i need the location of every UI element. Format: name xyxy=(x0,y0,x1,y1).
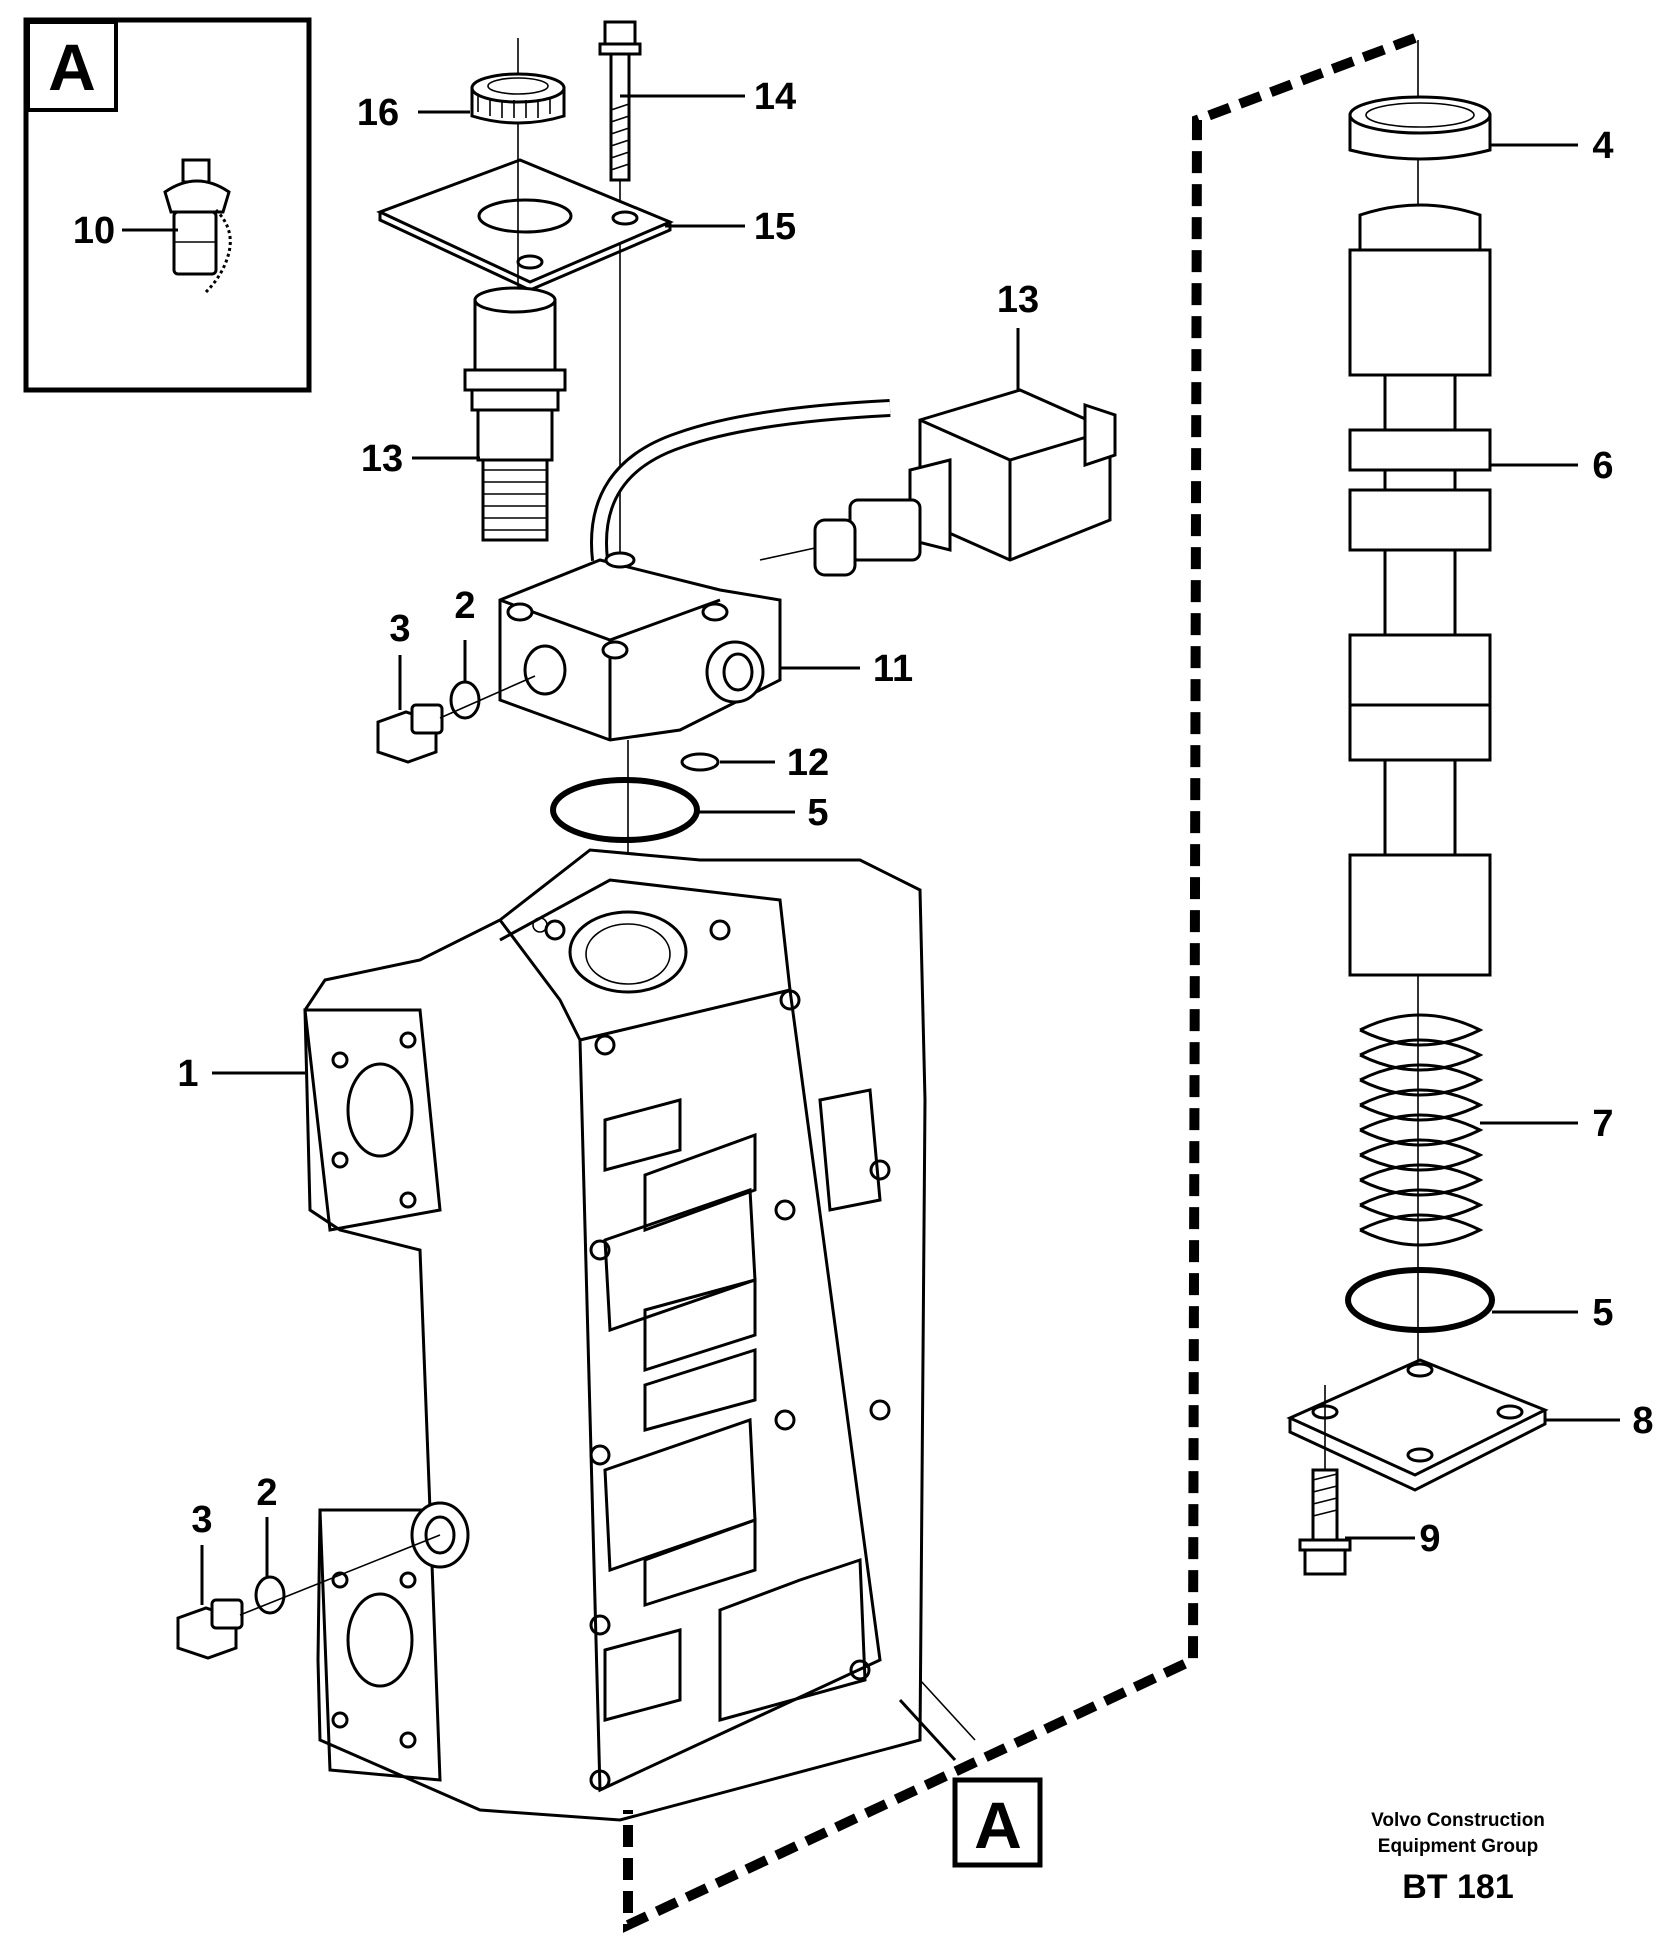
plug-part-3-upper xyxy=(376,675,536,764)
publisher-footer: Volvo Construction Equipment Group BT 18… xyxy=(1371,1810,1545,1906)
reference-letter: A xyxy=(974,1788,1022,1862)
callout-13-cartridge: 13 xyxy=(361,438,403,480)
footer-line-2: Equipment Group xyxy=(1378,1836,1538,1857)
callout-4: 4 xyxy=(1592,125,1613,167)
callout-12: 12 xyxy=(787,742,829,784)
plug-part-3-lower xyxy=(176,1534,441,1660)
spool-part-6 xyxy=(1348,203,1492,977)
callout-10: 10 xyxy=(73,210,115,252)
seal-part-4 xyxy=(1348,95,1492,161)
callout-3-upper: 3 xyxy=(389,608,410,650)
callout-5-lower: 5 xyxy=(1592,1292,1613,1334)
callout-14: 14 xyxy=(754,76,796,118)
cover-plate-part-15 xyxy=(376,158,674,292)
callout-15: 15 xyxy=(754,206,796,248)
valve-block-part-11 xyxy=(498,551,782,742)
inset-letter: A xyxy=(48,30,96,104)
callout-16: 16 xyxy=(357,92,399,134)
bolt-part-9 xyxy=(1298,1385,1352,1576)
callout-5-upper: 5 xyxy=(807,792,828,834)
oring-part-12 xyxy=(680,752,720,772)
callout-7: 7 xyxy=(1592,1103,1613,1145)
spool-stack xyxy=(1286,40,1549,1576)
oring-part-5-upper xyxy=(550,777,700,843)
callout-2-upper: 2 xyxy=(454,585,475,627)
callout-11: 11 xyxy=(873,648,913,690)
oring-part-5-lower xyxy=(1345,1267,1495,1333)
callout-9: 9 xyxy=(1419,1518,1440,1560)
drawing-code: BT 181 xyxy=(1402,1868,1514,1906)
callout-8: 8 xyxy=(1632,1400,1653,1442)
footer-line-1: Volvo Construction xyxy=(1371,1810,1545,1831)
test-nipple-part-10 xyxy=(163,158,232,294)
nut-part-16 xyxy=(470,38,566,160)
callout-2-lower: 2 xyxy=(256,1472,277,1514)
cartridge-part-13 xyxy=(463,160,567,542)
bolt-part-14 xyxy=(598,20,642,555)
reference-box-a: A xyxy=(952,1777,1043,1868)
callout-3-lower: 3 xyxy=(191,1499,212,1541)
leader-lines xyxy=(122,94,1620,1605)
spring-part-7 xyxy=(1359,1013,1484,1247)
callout-labels: 16 14 15 13 13 11 3 2 12 5 1 3 2 4 6 7 5… xyxy=(73,76,1654,1560)
valve-housing-part-1 xyxy=(303,848,927,1822)
solenoid-part-13 xyxy=(590,388,1117,577)
callout-6: 6 xyxy=(1592,445,1613,487)
cover-part-8 xyxy=(1286,1358,1549,1492)
callout-13-solenoid: 13 xyxy=(997,279,1039,321)
inset-detail-a: A xyxy=(23,17,312,393)
callout-1: 1 xyxy=(177,1053,198,1095)
inset-letter-box xyxy=(26,20,118,112)
